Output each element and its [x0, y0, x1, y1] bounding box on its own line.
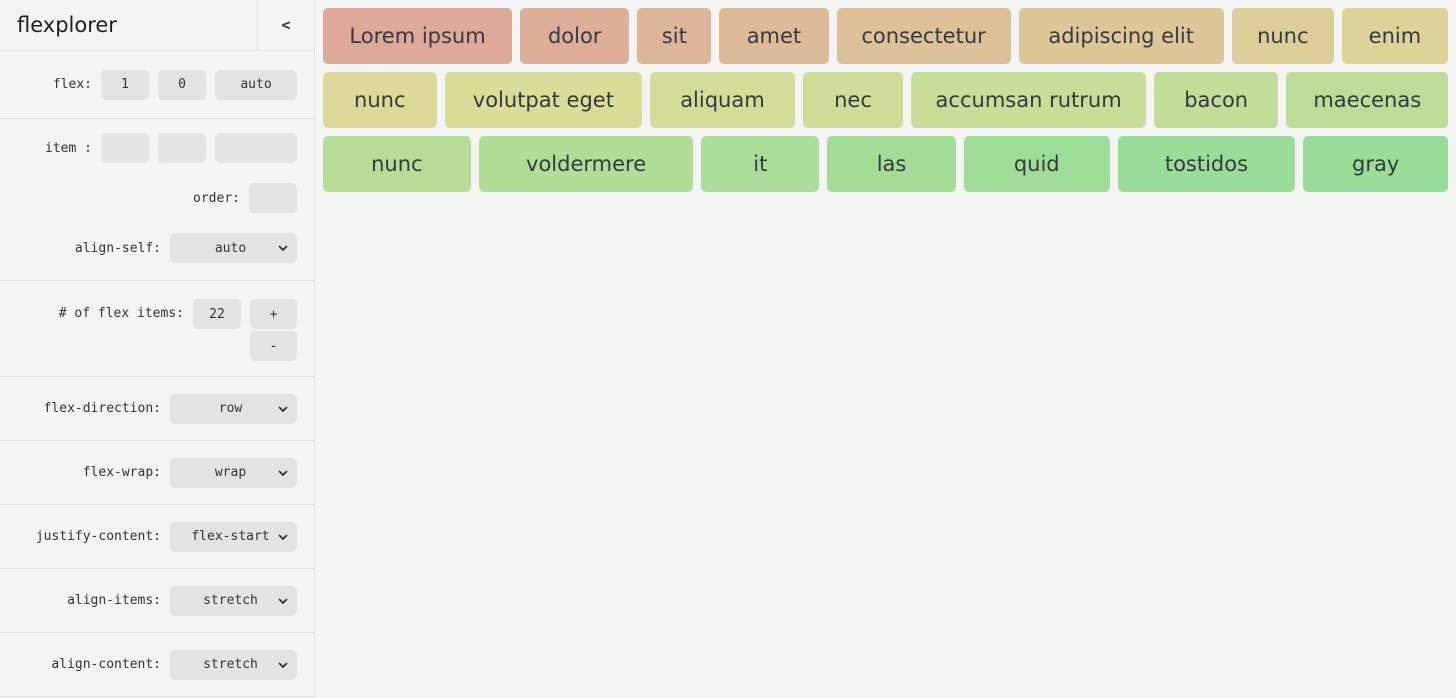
flex-label: flex: — [52, 77, 92, 92]
flex-wrap-value: wrap — [214, 465, 247, 480]
flex-direction-value: row — [218, 401, 243, 416]
order-input[interactable] — [249, 183, 297, 213]
flex-item[interactable]: nec — [802, 72, 904, 128]
section-item: item : order: align-self: auto — [0, 119, 314, 281]
flex-item[interactable]: volutpat eget — [444, 72, 643, 128]
section-count: # of flex items: + - — [0, 281, 314, 377]
chevron-down-icon — [278, 533, 288, 540]
chevron-down-icon — [278, 469, 288, 476]
flex-item[interactable]: gray — [1303, 136, 1449, 192]
chevron-down-icon — [278, 661, 288, 668]
flex-grow-input[interactable] — [101, 69, 149, 100]
item-grow-input[interactable] — [101, 133, 149, 163]
flex-item[interactable]: sit — [637, 8, 712, 64]
flex-item[interactable]: las — [827, 136, 956, 192]
order-label: order: — [193, 190, 240, 206]
chevron-down-icon — [278, 405, 288, 412]
align-content-value: stretch — [203, 657, 258, 672]
item-label: item : — [45, 140, 92, 156]
flex-basis-input[interactable] — [215, 69, 297, 100]
flex-item[interactable]: adipiscing elit — [1018, 8, 1224, 64]
flex-item[interactable]: dolor — [520, 8, 630, 64]
flex-item[interactable]: nunc — [323, 72, 437, 128]
flex-item[interactable]: voldermere — [478, 136, 694, 192]
flex-item[interactable]: enim — [1341, 8, 1448, 64]
count-buttons: + - — [250, 299, 297, 361]
section-flex: flex: — [0, 51, 314, 119]
section-justify-content: justify-content: flex-start — [0, 505, 314, 569]
count-label: # of flex items: — [58, 306, 184, 321]
flex-item[interactable]: tostidos — [1117, 136, 1296, 192]
flex-item[interactable]: amet — [719, 8, 829, 64]
flex-item[interactable]: aliquam — [650, 72, 795, 128]
item-basis-input[interactable] — [215, 133, 297, 163]
align-items-label: align-items: — [67, 593, 161, 608]
align-self-value: auto — [214, 240, 247, 256]
align-items-value: stretch — [203, 593, 258, 608]
chevron-down-icon — [278, 245, 288, 252]
flex-item[interactable]: nunc — [1231, 8, 1334, 64]
add-item-button[interactable]: + — [250, 299, 297, 329]
flex-item[interactable]: quid — [963, 136, 1110, 192]
flex-item[interactable]: nunc — [323, 136, 471, 192]
flex-item[interactable]: accumsan rutrum — [911, 72, 1146, 128]
flex-wrap-select[interactable]: wrap — [170, 457, 297, 488]
flex-wrap-label: flex-wrap: — [82, 465, 161, 480]
sidebar: flexplorer < flex: item : order: align-s… — [0, 0, 315, 698]
align-self-label: align-self: — [74, 240, 161, 256]
section-align-items: align-items: stretch — [0, 569, 314, 633]
justify-content-value: flex-start — [191, 529, 270, 544]
collapse-sidebar-button[interactable]: < — [257, 0, 314, 50]
align-content-label: align-content: — [51, 657, 161, 672]
section-flex-wrap: flex-wrap: wrap — [0, 441, 314, 505]
flex-item[interactable]: maecenas — [1286, 72, 1449, 128]
align-content-select[interactable]: stretch — [170, 649, 297, 680]
app-title: flexplorer — [17, 13, 117, 37]
flex-direction-select[interactable]: row — [170, 393, 297, 424]
flex-item-count-input[interactable] — [193, 299, 241, 329]
flex-item[interactable]: consectetur — [836, 8, 1011, 64]
chevron-down-icon — [278, 597, 288, 604]
section-flex-direction: flex-direction: row — [0, 377, 314, 441]
section-align-content: align-content: stretch — [0, 633, 314, 697]
item-shrink-input[interactable] — [158, 133, 206, 163]
sidebar-header: flexplorer < — [0, 0, 314, 51]
flex-shrink-input[interactable] — [158, 69, 206, 100]
align-items-select[interactable]: stretch — [170, 585, 297, 616]
justify-content-label: justify-content: — [35, 529, 161, 544]
chevron-left-icon: < — [281, 16, 291, 34]
align-self-select[interactable]: auto — [170, 233, 297, 263]
flex-item[interactable]: it — [701, 136, 820, 192]
flex-direction-label: flex-direction: — [43, 401, 161, 416]
flex-item[interactable]: Lorem ipsum — [323, 8, 513, 64]
justify-content-select[interactable]: flex-start — [170, 521, 297, 552]
flex-item[interactable]: bacon — [1153, 72, 1279, 128]
remove-item-button[interactable]: - — [250, 331, 297, 361]
